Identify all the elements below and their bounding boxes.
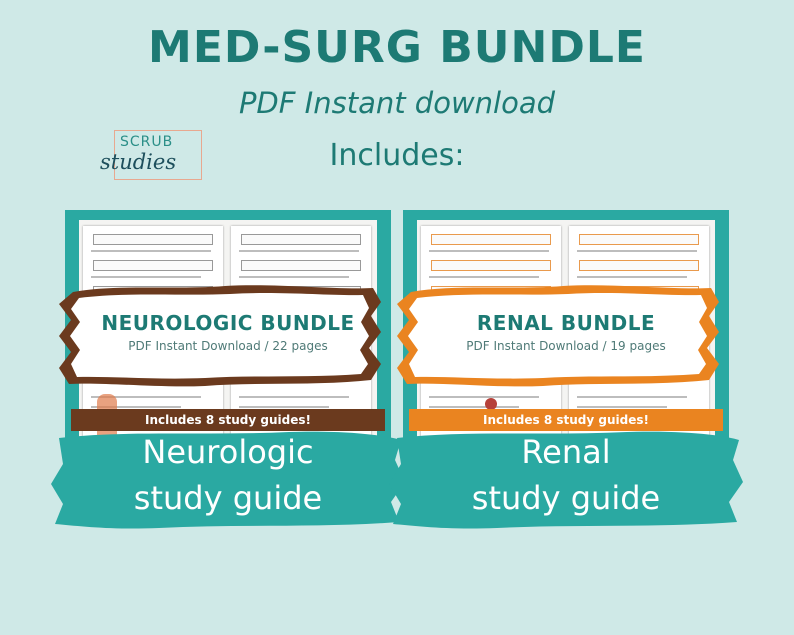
renal-bundle-title: RENAL BUNDLE <box>476 311 656 335</box>
neurologic-bundle-title: NEUROLOGIC BUNDLE <box>101 311 355 335</box>
logo-bottom-text: studies <box>100 150 177 174</box>
includes-label: Includes: <box>329 138 465 173</box>
logo-frame <box>114 130 202 180</box>
renal-product-card[interactable]: RENAL BUNDLE PDF Instant Download / 19 p… <box>389 210 743 529</box>
logo-top-text: SCRUB <box>120 134 174 150</box>
neurologic-badge: Includes 8 study guides! <box>71 409 385 431</box>
renal-bundle-details: PDF Instant Download / 19 pages <box>466 339 666 353</box>
teal-brush-footer <box>51 431 405 529</box>
renal-caption-line1: Renal <box>521 433 611 471</box>
scrub-studies-logo: SCRUB studies <box>100 128 208 182</box>
page-title: MED-SURG BUNDLE <box>148 22 646 73</box>
teal-brush-footer <box>389 431 743 529</box>
neurologic-bundle-details: PDF Instant Download / 22 pages <box>128 339 328 353</box>
neurologic-product-card[interactable]: NEUROLOGIC BUNDLE PDF Instant Download /… <box>51 210 405 529</box>
renal-badge: Includes 8 study guides! <box>409 409 723 431</box>
orange-brush-stroke <box>397 285 719 387</box>
page-subtitle: PDF Instant download <box>238 86 556 120</box>
neurologic-caption-line1: Neurologic <box>142 433 314 471</box>
renal-caption-line2: study guide <box>471 479 661 517</box>
neurologic-caption-line2: study guide <box>133 479 323 517</box>
brown-brush-stroke <box>59 285 381 387</box>
